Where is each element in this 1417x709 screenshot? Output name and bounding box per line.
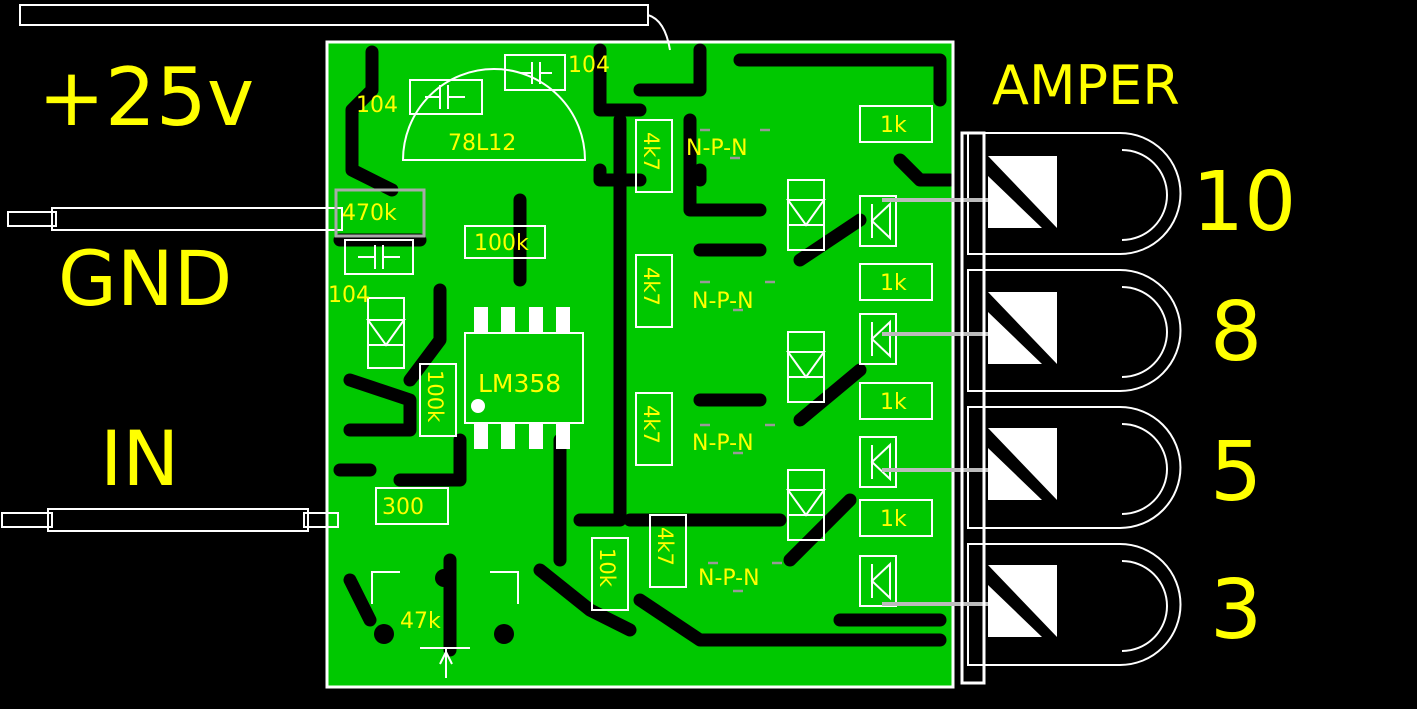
board-outline bbox=[325, 40, 955, 689]
r-300-label: 300 bbox=[382, 495, 424, 520]
meter-label: AMPER bbox=[992, 54, 1180, 117]
transistor-pads bbox=[700, 128, 782, 593]
ground-label: GND bbox=[58, 234, 232, 323]
led-4 bbox=[882, 543, 1182, 666]
led-1 bbox=[882, 132, 1182, 255]
diode-mid-outlines bbox=[786, 179, 826, 541]
diode-right-outlines bbox=[859, 195, 897, 607]
r-10k-outline bbox=[591, 537, 629, 611]
c-top-label: 104 bbox=[568, 53, 610, 78]
led-value-10: 10 bbox=[1192, 155, 1296, 250]
r-4k7-label-4: 4k7 bbox=[653, 527, 677, 566]
pot-label: 47k bbox=[400, 609, 441, 634]
r-1k-label-4: 1k bbox=[880, 507, 907, 532]
r-4k7-label-3: 4k7 bbox=[639, 405, 663, 444]
r-470k-label: 470k bbox=[342, 201, 397, 226]
r-1k-outlines bbox=[859, 105, 933, 537]
regulator-outline bbox=[401, 68, 587, 161]
c-bottom-label: 104 bbox=[328, 283, 370, 308]
r-300-outline bbox=[375, 487, 449, 525]
r-4k7-label-2: 4k7 bbox=[639, 267, 663, 306]
led-3 bbox=[882, 406, 1182, 529]
ic-outline bbox=[464, 307, 584, 449]
r-470k-outline bbox=[334, 188, 426, 238]
diode-left-outline bbox=[366, 297, 406, 369]
supply-label: +25v bbox=[38, 51, 254, 144]
wire-in bbox=[1, 508, 339, 532]
c-left-label: 104 bbox=[356, 93, 398, 118]
r-10k-label: 10k bbox=[595, 548, 619, 588]
r-100k-h-outline bbox=[464, 225, 546, 259]
r-1k-label-2: 1k bbox=[880, 271, 907, 296]
led-bar-outline bbox=[960, 131, 986, 685]
led-2 bbox=[882, 269, 1182, 392]
r-4k7-outlines bbox=[635, 119, 687, 588]
regulator-label: 78L12 bbox=[448, 131, 516, 156]
led-value-5: 5 bbox=[1210, 425, 1262, 520]
c-top-outline bbox=[504, 54, 566, 91]
transistor-label-1: N-P-N bbox=[686, 136, 748, 161]
transistor-label-2: N-P-N bbox=[692, 289, 754, 314]
ic-label: LM358 bbox=[478, 369, 561, 398]
transistor-label-3: N-P-N bbox=[692, 431, 754, 456]
r-100k-v-outline bbox=[419, 363, 457, 437]
r-100k-v-label: 100k bbox=[423, 370, 447, 423]
r-1k-label-1: 1k bbox=[880, 113, 907, 138]
r-4k7-label-1: 4k7 bbox=[639, 132, 663, 171]
input-label: IN bbox=[100, 414, 179, 503]
r-1k-label-3: 1k bbox=[880, 390, 907, 415]
transistor-label-4: N-P-N bbox=[698, 566, 760, 591]
c-left-outline bbox=[409, 79, 483, 115]
led-value-8: 8 bbox=[1210, 285, 1262, 380]
c-bottom-outline bbox=[344, 239, 414, 275]
wire-gnd bbox=[7, 207, 343, 231]
pot-outline bbox=[371, 569, 519, 678]
wire-supply bbox=[19, 4, 671, 51]
r-100k-h-label: 100k bbox=[474, 231, 529, 256]
led-value-3: 3 bbox=[1210, 563, 1262, 658]
